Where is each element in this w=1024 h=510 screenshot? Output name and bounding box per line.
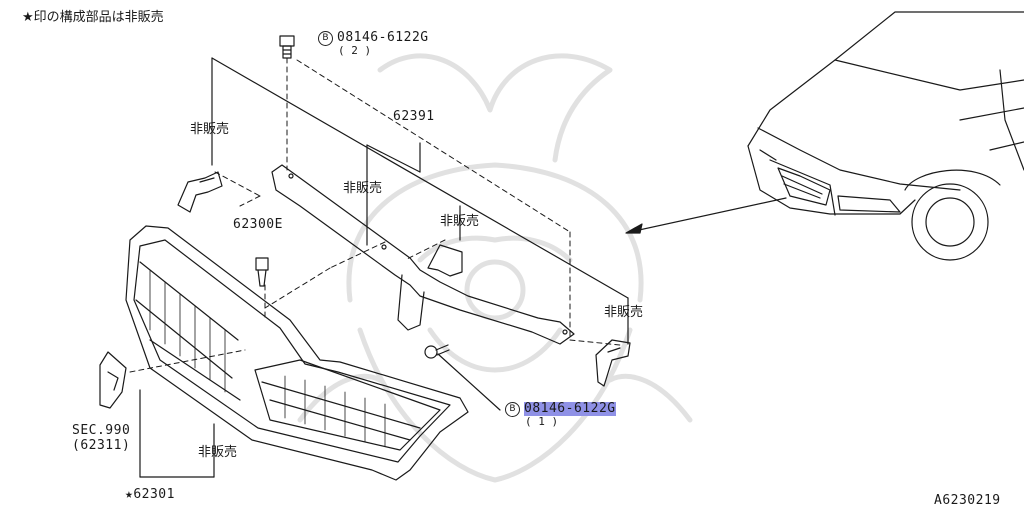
vehicle-outline	[747, 11, 1024, 261]
b-marker-bottom: B	[505, 402, 520, 417]
support-bracket-center	[427, 244, 463, 277]
not-sold-label-grille: 非販売	[198, 445, 238, 460]
bolt-bottom-quantity: ( 1 )	[525, 415, 559, 428]
bracket-left	[177, 171, 223, 213]
bolt-top-quantity: ( 2 )	[338, 44, 372, 57]
emblem-part	[99, 351, 127, 409]
not-sold-label-bracket: 非販売	[440, 214, 480, 229]
not-sold-label-left: 非販売	[190, 122, 230, 137]
header-note: ★印の構成部品は非販売	[22, 10, 164, 25]
bracket-right	[595, 339, 631, 387]
part-62300e-label[interactable]: 62300E	[233, 217, 283, 232]
watermark-emblem	[297, 53, 693, 483]
sec-990-label[interactable]: SEC.990	[72, 423, 131, 438]
bolt-top-part-number[interactable]: 08146-6122G	[337, 30, 429, 45]
clip-62300e	[255, 257, 269, 287]
not-sold-label-right: 非販売	[604, 305, 644, 320]
b-marker-top: B	[318, 31, 333, 46]
leader-lines	[139, 57, 629, 478]
part-62391-label[interactable]: 62391	[393, 109, 435, 124]
dashed-lines	[129, 57, 621, 373]
not-sold-label-stay: 非販売	[343, 181, 383, 196]
bolt-bottom	[424, 344, 450, 359]
location-arrow	[625, 197, 787, 234]
bolt-top	[279, 35, 295, 59]
grille-assembly-label[interactable]: ★62301	[125, 487, 175, 502]
sec-990-sub-label: (62311)	[72, 438, 131, 453]
front-grille	[125, 225, 469, 481]
upper-stay	[271, 164, 575, 345]
bolt-bottom-part-number-highlighted[interactable]: 08146-6122G	[524, 401, 616, 416]
figure-id: A6230219	[934, 493, 1001, 508]
